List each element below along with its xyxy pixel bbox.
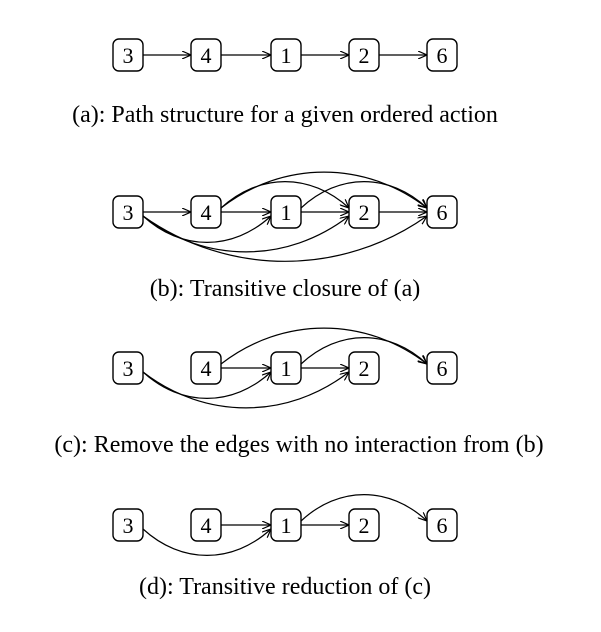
panel-d-edges [142,494,427,556]
node-3: 3 [112,38,144,72]
panel-c-nodes: 3 4 1 2 6 [112,351,458,385]
node-label: 4 [201,356,212,381]
node-4: 4 [190,195,222,229]
panel-c-caption: (c): Remove the edges with no interactio… [54,432,543,458]
panel-d-nodes: 3 4 1 2 6 [112,508,458,542]
node-3: 3 [112,508,144,542]
node-1: 1 [270,38,302,72]
edge-4-to-6 [220,327,427,364]
node-2: 2 [348,351,380,385]
edge-1-to-6 [300,337,427,364]
node-1: 1 [270,508,302,542]
node-label: 2 [359,43,370,68]
node-label: 1 [281,200,292,225]
node-label: 2 [359,200,370,225]
edge-3-to-1 [142,372,271,399]
edge-3-to-6 [142,216,427,262]
node-label: 2 [359,356,370,381]
panel-b-edges [142,171,427,262]
panel-a: 3 4 1 2 6 (a): Path structure for a give… [72,38,498,128]
panel-d-caption: (d): Transitive reduction of (c) [139,574,431,600]
panel-b: 3 4 1 2 6 (b): Transitive closure of (a) [112,171,458,302]
node-4: 4 [190,508,222,542]
panel-b-nodes: 3 4 1 2 6 [112,195,458,229]
edge-3-to-1 [142,216,271,243]
node-label: 6 [437,356,448,381]
node-1: 1 [270,195,302,229]
panel-c-edges [142,327,427,409]
node-3: 3 [112,195,144,229]
node-label: 2 [359,513,370,538]
node-label: 4 [201,43,212,68]
node-label: 6 [437,513,448,538]
node-label: 1 [281,43,292,68]
node-label: 1 [281,513,292,538]
node-2: 2 [348,508,380,542]
edge-4-to-2 [220,181,349,208]
node-label: 3 [123,356,134,381]
node-6: 6 [426,38,458,72]
panel-c: 3 4 1 2 6 (c): Remove the edges with no … [54,327,544,458]
node-label: 6 [437,200,448,225]
node-1: 1 [270,351,302,385]
node-2: 2 [348,38,380,72]
node-2: 2 [348,195,380,229]
node-6: 6 [426,195,458,229]
node-6: 6 [426,508,458,542]
node-4: 4 [190,351,222,385]
panel-a-caption: (a): Path structure for a given ordered … [72,102,498,128]
edge-3-to-1 [142,529,271,556]
edge-1-to-6 [300,181,427,208]
node-label: 3 [123,513,134,538]
node-label: 3 [123,200,134,225]
node-6: 6 [426,351,458,385]
node-label: 4 [201,200,212,225]
edge-3-to-2 [142,372,349,409]
edge-4-to-6 [220,171,427,208]
node-label: 6 [437,43,448,68]
node-4: 4 [190,38,222,72]
node-label: 1 [281,356,292,381]
panel-b-caption: (b): Transitive closure of (a) [150,276,421,302]
edge-1-to-6 [300,494,427,521]
node-label: 3 [123,43,134,68]
panel-d: 3 4 1 2 6 (d): Transitive reduction of (… [112,494,458,600]
node-label: 4 [201,513,212,538]
node-3: 3 [112,351,144,385]
panel-a-nodes: 3 4 1 2 6 [112,38,458,72]
